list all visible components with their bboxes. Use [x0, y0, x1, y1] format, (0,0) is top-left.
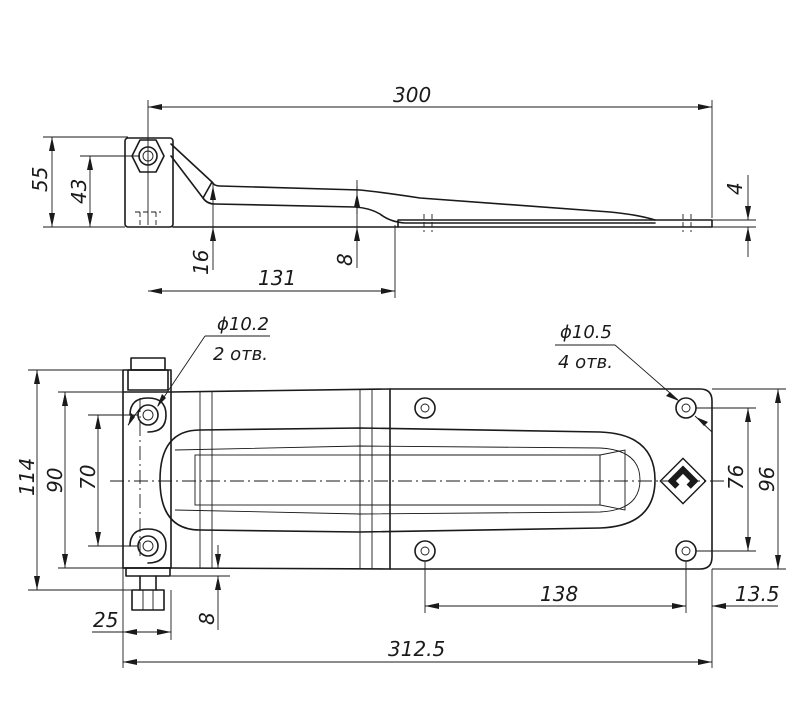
- side-arm-lower-edge: [170, 155, 656, 224]
- plan-mount-hole-4: [675, 540, 697, 562]
- label-hole-small-count: 2 отв.: [213, 344, 268, 365]
- side-view: 300 55 43 4 16 8: [28, 83, 756, 298]
- dim-312-5: 312.5: [388, 637, 445, 661]
- plan-raised-channel: [159, 427, 656, 533]
- logo-mark: [659, 457, 707, 505]
- dim-43: 43: [67, 179, 91, 204]
- plan-bolt-bottom: [131, 589, 165, 611]
- dim-55: 55: [28, 167, 52, 192]
- dim-70: 70: [76, 465, 100, 490]
- dim-25: 25: [93, 608, 118, 632]
- dim-114: 114: [15, 458, 39, 496]
- dim-138: 138: [540, 582, 578, 606]
- plan-bolt-top: [130, 357, 166, 371]
- dim-300: 300: [393, 83, 431, 107]
- plan-mount-hole-3: [414, 540, 436, 562]
- dim-90: 90: [43, 468, 67, 493]
- dim-96: 96: [755, 467, 779, 492]
- dim-13-5: 13.5: [735, 582, 780, 606]
- dim-4: 4: [723, 182, 747, 195]
- dim-8-top: 8: [333, 253, 357, 266]
- label-hole-large-count: 4 отв.: [558, 352, 613, 373]
- dim-16: 16: [189, 250, 213, 275]
- label-hole-large-diameter: ϕ10.5: [560, 322, 612, 343]
- side-knuckle-block: [124, 137, 174, 228]
- plan-plate-outline: [170, 388, 713, 570]
- dim-8-plan: 8: [195, 612, 219, 625]
- label-hole-small-diameter: ϕ10.2: [217, 314, 269, 335]
- plan-mount-hole-1: [414, 397, 436, 419]
- dim-76: 76: [724, 465, 748, 490]
- plan-knuckle-hole-top: [137, 404, 159, 426]
- side-end-plate: [397, 219, 713, 228]
- dim-131: 131: [258, 266, 296, 290]
- plan-view: ϕ10.2 2 отв. ϕ10.5 4 отв. 114 90 70: [15, 314, 786, 668]
- side-arm-upper-edge: [170, 143, 656, 221]
- plan-knuckle-hole-bottom: [137, 535, 159, 557]
